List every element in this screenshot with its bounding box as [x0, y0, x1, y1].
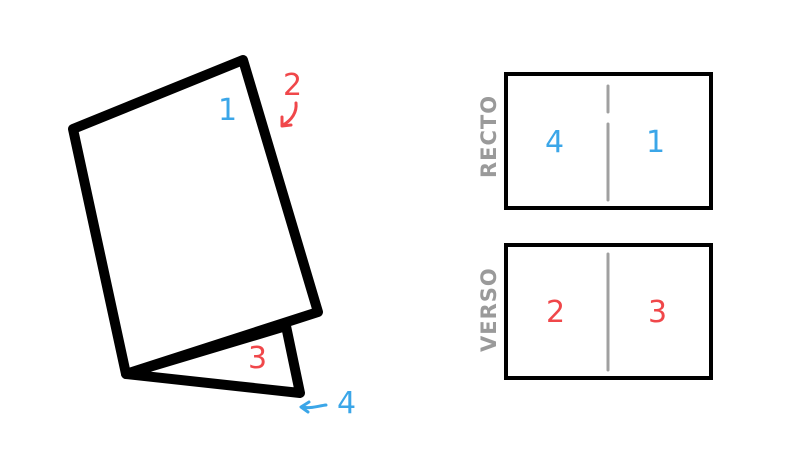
back-page-arrowhead — [280, 115, 293, 128]
bottom-page-number: 4 — [337, 386, 356, 421]
back-page-arrow — [281, 101, 298, 127]
recto-left-page-number: 4 — [545, 125, 564, 160]
verso-right-page-number: 3 — [648, 295, 667, 330]
recto-sheet: 4 1 — [504, 72, 713, 210]
front-cover — [68, 55, 323, 379]
verso-sheet: 2 3 — [504, 243, 713, 380]
verso-label: VERSO — [477, 267, 501, 352]
inner-page-number: 3 — [248, 341, 267, 376]
bottom-page-arrowhead — [299, 400, 311, 414]
front-page-number: 1 — [218, 93, 237, 128]
recto-right-page-number: 1 — [646, 125, 665, 160]
recto-label: RECTO — [477, 95, 501, 178]
folded-sheet — [68, 55, 323, 398]
back-page-number: 2 — [283, 68, 302, 103]
verso-left-page-number: 2 — [546, 295, 565, 330]
